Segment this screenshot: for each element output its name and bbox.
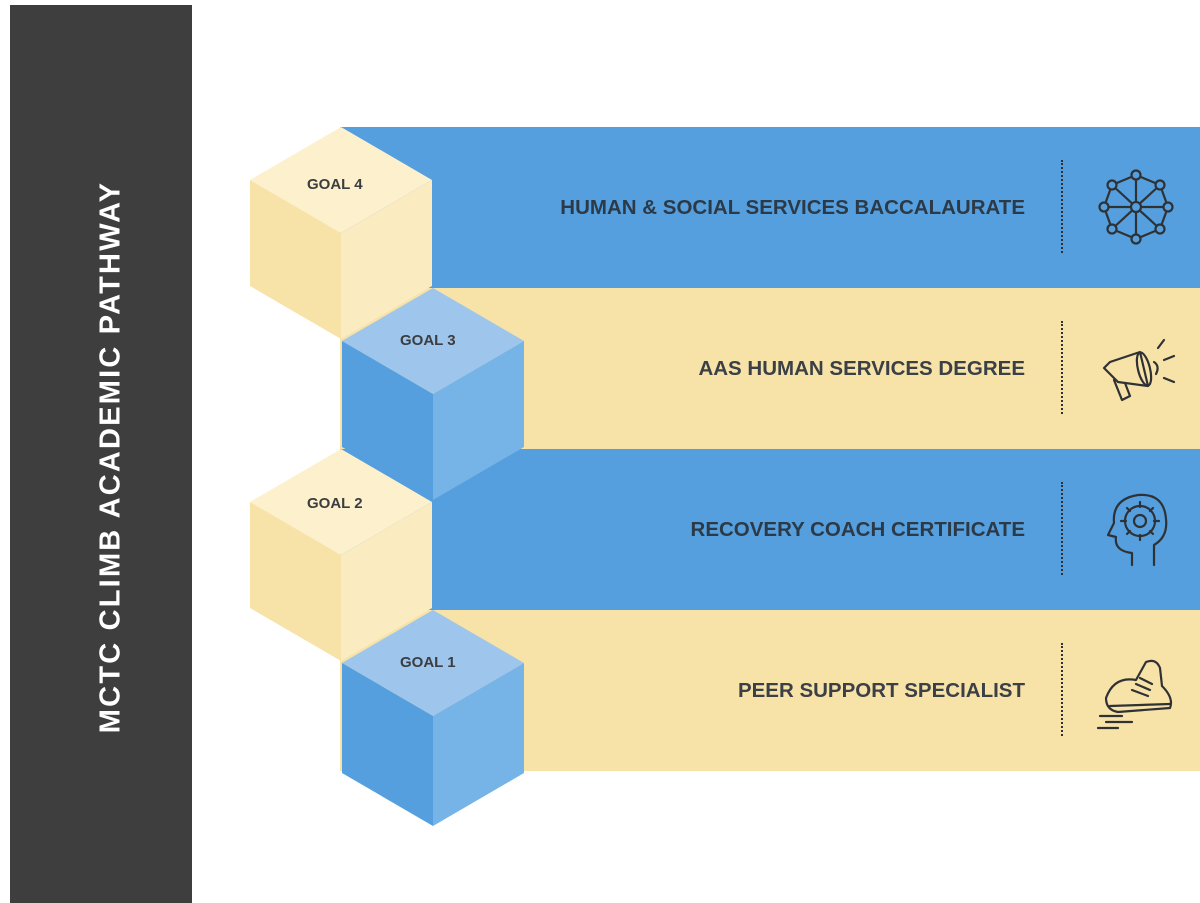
running-shoe-icon [1096,659,1173,730]
goal-2-divider [1061,482,1063,575]
goal-1-title: PEER SUPPORT SPECIALIST [737,678,1025,702]
goal-2-cube [250,449,432,661]
goal-1-divider [1061,643,1063,736]
goal-3-title: AAS HUMAN SERVICES DEGREE [698,356,1025,380]
goal-2-title: RECOVERY COACH CERTIFICATE [690,517,1025,541]
goal-4-divider [1061,160,1063,253]
megaphone-icon [1102,338,1176,402]
goal-4-cube [250,127,432,339]
brain-head-icon [1106,493,1168,567]
goal-1-label: GOAL 1 [400,654,456,671]
goal-3-label: GOAL 3 [400,332,456,349]
goal-4-title: HUMAN & SOCIAL SERVICES BACCALAURATE [560,195,1025,219]
goal-4-band: HUMAN & SOCIAL SERVICES BACCALAURATE [340,127,1200,288]
goal-2-label: GOAL 2 [307,495,363,512]
goal-2-band: RECOVERY COACH CERTIFICATE [340,449,1200,610]
goal-1-cube [342,610,524,826]
goal-3-cube [342,288,524,500]
goal-3-divider [1061,321,1063,414]
goal-4-label: GOAL 4 [307,176,363,193]
sidebar: MCTC CLIMB ACADEMIC PATHWAY [10,5,192,903]
network-icon [1098,169,1174,245]
